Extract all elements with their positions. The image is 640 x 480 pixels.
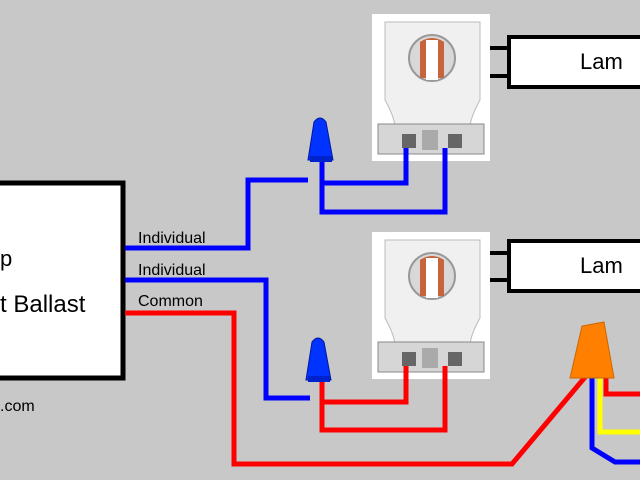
label-common: Common xyxy=(138,293,203,310)
wirenut-blue-bottom xyxy=(305,337,332,382)
wire-red-right xyxy=(603,378,640,397)
lamp-bottom: Lam xyxy=(485,239,640,293)
ballast-title-line2: t Ballast xyxy=(0,291,86,318)
lamp-top-label: Lam xyxy=(580,49,623,74)
label-individual-2: Individual xyxy=(138,262,206,279)
socket-bottom xyxy=(372,232,490,379)
wirenut-blue-top xyxy=(307,117,334,162)
wire-yellow xyxy=(597,378,640,435)
lamp-tube-top xyxy=(507,35,640,89)
wirenut-orange xyxy=(569,321,615,379)
wire-individual-1 xyxy=(125,177,308,251)
wire-blue-right xyxy=(589,378,640,465)
wire-common xyxy=(125,310,588,467)
lamp-tube-bottom xyxy=(507,239,640,293)
wire-individual-2 xyxy=(125,277,310,401)
lamp-top: Lam xyxy=(485,35,640,89)
label-individual-1: Individual xyxy=(138,230,206,247)
ballast-box xyxy=(0,180,126,381)
wire-top-socket-right xyxy=(319,148,448,215)
lamp-bottom-label: Lam xyxy=(580,253,623,278)
website-footer: .com xyxy=(0,398,35,415)
ballast-title-line1: p xyxy=(0,246,12,271)
wire-bottom-socket-right xyxy=(319,366,448,433)
socket-top xyxy=(372,14,490,161)
